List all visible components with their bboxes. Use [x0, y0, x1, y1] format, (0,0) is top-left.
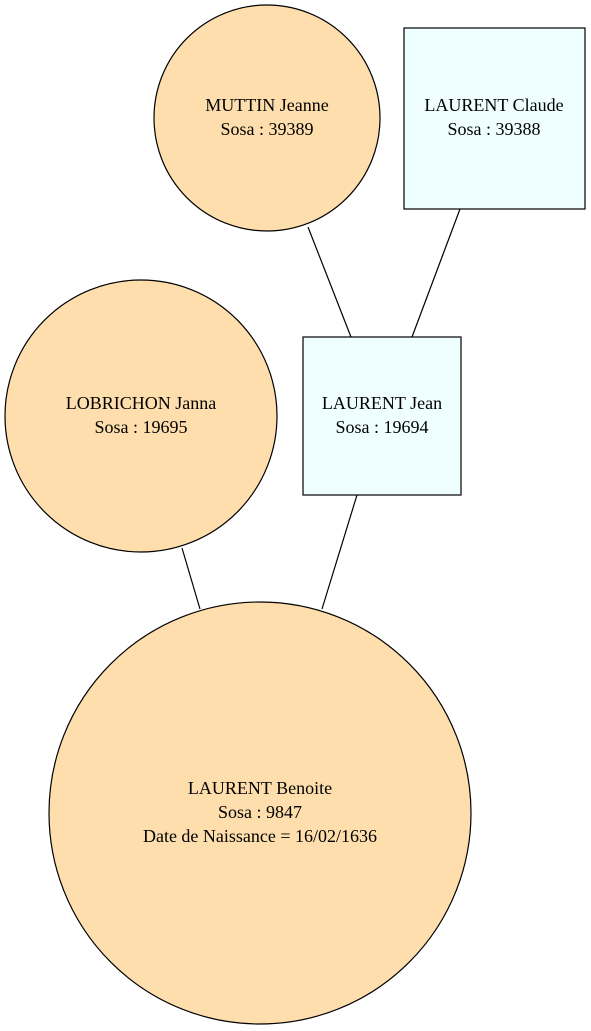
female-circle-shape [4, 279, 278, 553]
person-name: MUTTIN Jeanne [205, 95, 328, 115]
person-node-laurent-jean[interactable]: LAURENT Jean Sosa : 19694 [302, 336, 462, 496]
person-sosa: Sosa : 39388 [447, 119, 540, 139]
edge-lobrichon-janna-to-laurent-benoite [181, 547, 201, 610]
female-circle-shape [153, 4, 381, 232]
person-node-muttin-jeanne[interactable]: MUTTIN Jeanne Sosa : 39389 [153, 4, 381, 232]
person-node-lobrichon-janna[interactable]: LOBRICHON Janna Sosa : 19695 [4, 279, 278, 553]
male-box-shape [403, 27, 586, 210]
person-name: LAURENT Benoite [188, 778, 332, 798]
edge-laurent-jean-to-laurent-benoite [321, 494, 358, 610]
person-sosa: Sosa : 19694 [335, 417, 428, 437]
person-node-laurent-claude[interactable]: LAURENT Claude Sosa : 39388 [403, 27, 586, 210]
person-name: LAURENT Claude [424, 95, 563, 115]
person-sosa: Sosa : 9847 [218, 802, 302, 822]
edge-laurent-claude-to-laurent-jean [411, 208, 461, 338]
person-name: LOBRICHON Janna [66, 393, 217, 413]
edges [181, 208, 461, 610]
person-node-laurent-benoite[interactable]: LAURENT Benoite Sosa : 9847 Date de Nais… [48, 601, 472, 1025]
female-circle-shape [48, 601, 472, 1025]
edge-muttin-jeanne-to-laurent-jean [307, 226, 352, 338]
person-sosa: Sosa : 19695 [94, 417, 187, 437]
person-name: LAURENT Jean [322, 393, 442, 413]
male-box-shape [302, 336, 462, 496]
person-sosa: Sosa : 39389 [220, 119, 313, 139]
person-birth-date: Date de Naissance = 16/02/1636 [143, 826, 377, 846]
